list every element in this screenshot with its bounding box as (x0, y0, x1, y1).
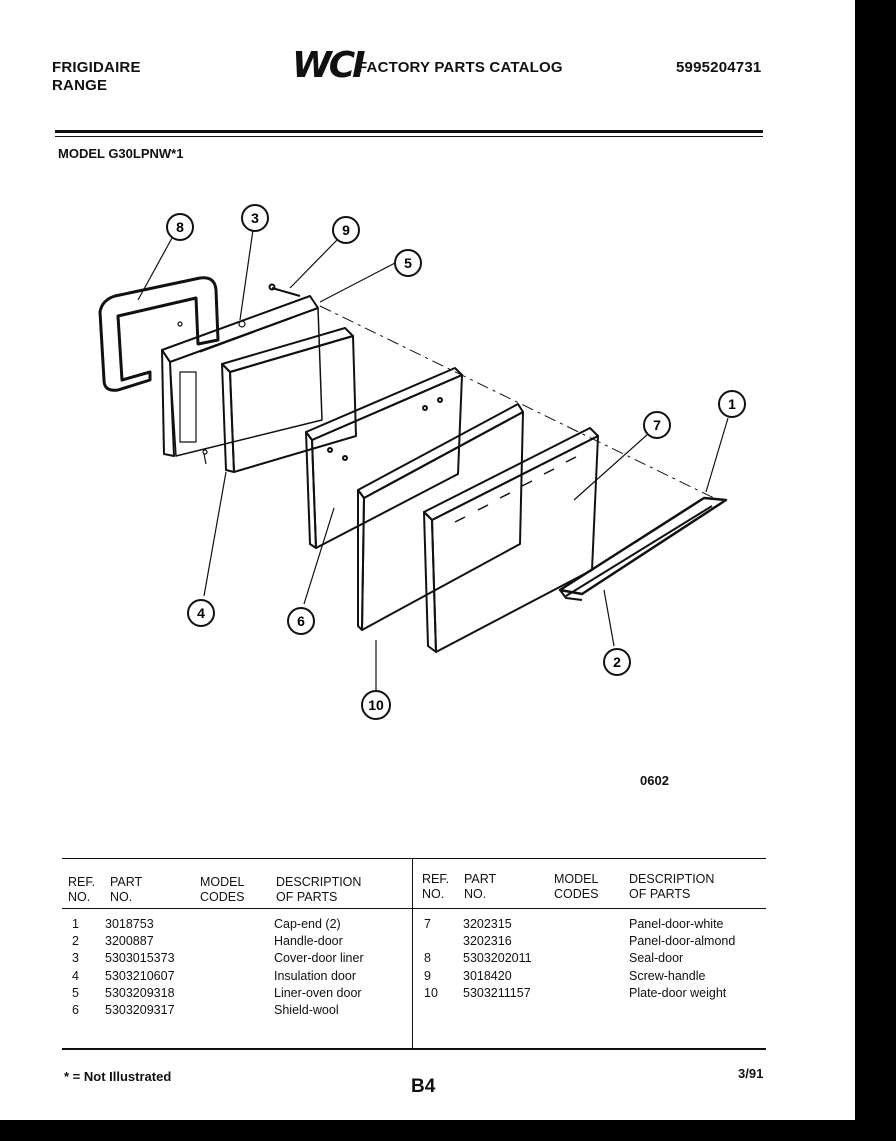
callout-7: 7 (643, 411, 671, 439)
door-panel-part (423, 427, 599, 653)
callout-4-label: 4 (197, 605, 205, 621)
table-cell: 3202315 (463, 917, 512, 931)
callout-3: 3 (241, 204, 269, 232)
col-part-header-right: PART NO. (464, 872, 496, 901)
wci-logo: WCI (292, 45, 366, 86)
right-description-column: Panel-door-white Panel-door-almond Seal-… (629, 916, 735, 1002)
liner-oven-door-part (221, 327, 357, 473)
table-cell: 3018753 (105, 917, 154, 931)
diagram-code: 0602 (640, 773, 669, 788)
table-cell: 2 (72, 934, 79, 949)
col-ref-header-left: REF. NO. (68, 875, 96, 904)
header-rule-thick (55, 130, 763, 133)
left-description-column: Cap-end (2) Handle-door Cover-door liner… (274, 916, 364, 1019)
table-cell: 3202316 (463, 934, 512, 949)
table-cell: 8 (424, 951, 431, 966)
callout-10: 10 (361, 690, 391, 720)
callout-9: 9 (332, 216, 360, 244)
table-cell: 5303209317 (105, 1002, 175, 1017)
table-cell: Cover-door liner (274, 951, 364, 966)
callout-2: 2 (603, 648, 631, 676)
table-cell: 3018420 (463, 968, 512, 983)
table-cell: 9 (424, 968, 431, 983)
callout-5-label: 5 (404, 255, 412, 271)
table-cell: Shield-wool (274, 1002, 339, 1017)
table-cell: Panel-door-white (629, 917, 724, 931)
exploded-door-diagram: 8 3 9 5 1 7 4 (98, 204, 746, 720)
callout-10-label: 10 (368, 697, 384, 713)
table-cell: Insulation door (274, 968, 357, 983)
table-cell: 5303211157 (463, 985, 531, 1000)
col-ref-header-right: REF. NO. (422, 872, 450, 901)
callout-1: 1 (718, 390, 746, 418)
model-number: MODEL G30LPNW*1 (58, 146, 184, 161)
table-cell (424, 933, 438, 950)
catalog-page: FRIGIDAIRE RANGE WCI FACTORY PARTS CATAL… (0, 0, 855, 1120)
table-header-rule (62, 908, 766, 909)
table-bottom-rule (62, 1048, 766, 1050)
table-cell: 10 (424, 985, 438, 1000)
brand-block: FRIGIDAIRE RANGE (52, 59, 141, 95)
left-ref-column: 1 2 3 4 5 6 (72, 916, 79, 1019)
callout-2-label: 2 (613, 654, 621, 670)
table-cell: 3 (72, 951, 79, 966)
callout-3-label: 3 (251, 210, 259, 226)
table-cell: 6 (72, 1002, 79, 1017)
callout-8: 8 (166, 213, 194, 241)
plate-door-weight-part (357, 403, 524, 631)
table-cell: Cap-end (2) (274, 917, 341, 931)
callout-9-label: 9 (342, 222, 350, 238)
callout-6: 6 (287, 607, 315, 635)
table-cell: 5303202011 (463, 951, 532, 966)
table-cell: Panel-door-almond (629, 934, 736, 949)
callout-8-label: 8 (176, 219, 184, 235)
catalog-number: 5995204731 (676, 59, 762, 76)
callout-1-label: 1 (728, 396, 736, 412)
callout-labels: 8 3 9 5 1 7 4 (166, 204, 746, 720)
col-model-header-right: MODEL CODES (554, 872, 599, 901)
catalog-date: 3/91 (738, 1066, 764, 1081)
product-type: RANGE (52, 77, 108, 94)
col-model-header-left: MODEL CODES (200, 875, 245, 904)
col-desc-header-right: DESCRIPTION OF PARTS (629, 872, 715, 901)
table-cell: 3200887 (105, 934, 154, 949)
left-part-column: 3018753 3200887 5303015373 5303210607 53… (105, 916, 175, 1019)
table-cell: Plate-door weight (629, 985, 727, 1000)
table-cell: Handle-door (274, 934, 343, 949)
table-cell: Seal-door (629, 951, 684, 966)
col-part-header-left: PART NO. (110, 875, 142, 904)
callout-4: 4 (187, 599, 215, 627)
brand-name: FRIGIDAIRE (52, 59, 141, 76)
right-ref-column: 7 8 9 10 (424, 916, 438, 1002)
table-cell: 5303015373 (105, 951, 175, 966)
col-desc-header-left: DESCRIPTION OF PARTS (276, 875, 362, 904)
not-illustrated-note: * = Not Illustrated (64, 1069, 172, 1084)
header-rule-thin (55, 136, 763, 137)
catalog-title: FACTORY PARTS CATALOG (358, 59, 563, 76)
callout-5: 5 (394, 249, 422, 277)
table-cell: Screw-handle (629, 968, 706, 983)
door-handle-part (558, 496, 728, 601)
callout-7-label: 7 (653, 417, 661, 433)
table-cell: 7 (424, 917, 431, 931)
callout-6-label: 6 (297, 613, 305, 629)
cover-door-liner-part (161, 295, 323, 465)
screw-handle-part (268, 283, 301, 297)
table-cell: 5303209318 (105, 985, 175, 1000)
table-cell: Liner-oven door (274, 985, 362, 1000)
table-cell: 4 (72, 968, 79, 983)
table-cell: 5 (72, 985, 79, 1000)
table-cell: 5303210607 (105, 968, 175, 983)
page-number: B4 (411, 1076, 436, 1097)
table-divider (412, 858, 413, 1049)
table-cell: 1 (72, 917, 79, 931)
right-part-column: 3202315 3202316 5303202011 3018420 53032… (463, 916, 532, 1002)
table-top-rule (62, 858, 766, 859)
door-seal-part (98, 276, 220, 392)
